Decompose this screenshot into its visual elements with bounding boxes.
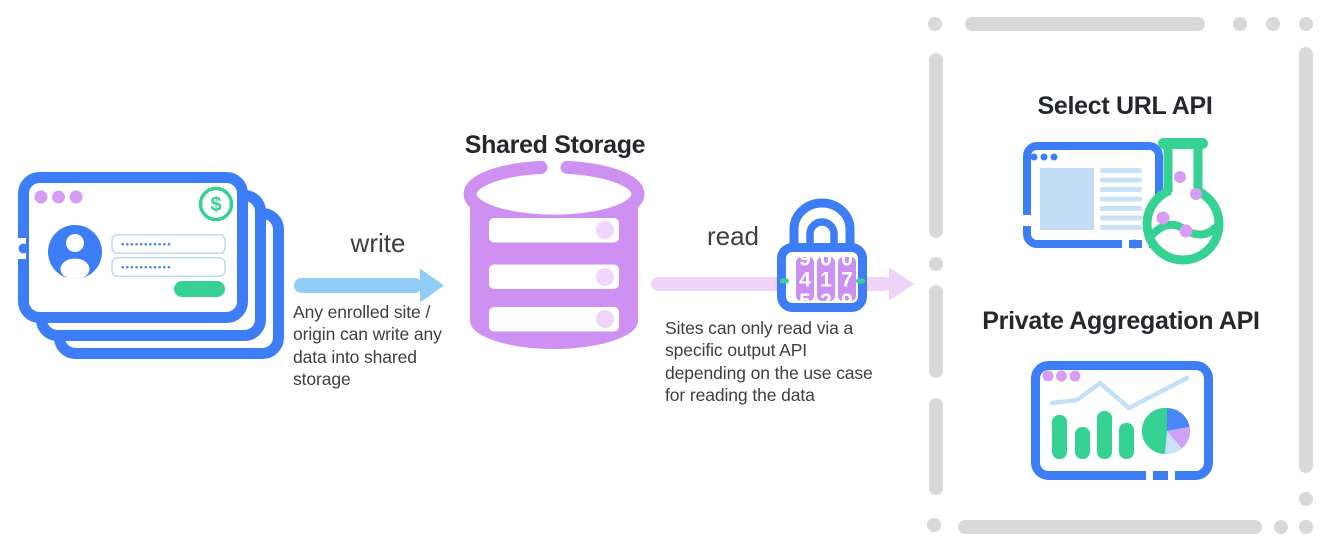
dashboard-border-dot (1154, 471, 1163, 480)
dashboard-traffic-dots (1042, 370, 1081, 382)
write-arrow-head (420, 268, 444, 303)
lock-shackle-inner (806, 218, 838, 250)
dial-digit: 7 (841, 269, 853, 292)
pie-slice-purple (1167, 427, 1191, 449)
database-band-dot (596, 268, 614, 286)
flask-lip (1158, 138, 1208, 149)
dashboard-bar (1075, 427, 1090, 459)
dial-digit-partial: 9 (799, 248, 811, 271)
traffic-dot (52, 190, 65, 204)
pie-slice-green (1141, 407, 1167, 454)
database-band (489, 307, 619, 332)
database-icon (463, 160, 645, 349)
dashboard-bar-chart (1052, 411, 1134, 459)
dial-digit-partial: 9 (841, 290, 853, 313)
dial-digit-partial: 2 (820, 290, 832, 313)
dollar-badge-icon: $ (198, 186, 234, 222)
password-dots-1: ••••••••••• (121, 240, 172, 251)
lock-shackle-outer (789, 198, 855, 250)
private-aggregation-api-title: Private Aggregation API (982, 307, 1260, 335)
password-field-1[interactable] (111, 234, 226, 255)
private-aggregation-icon (1031, 361, 1213, 482)
browser-border-dot (1130, 239, 1139, 249)
dashboard-pie-chart (1141, 407, 1191, 454)
traffic-dot (34, 190, 48, 204)
select-url-api-icon (1021, 138, 1224, 265)
dial-notch-left (780, 278, 789, 284)
dashboard-bar (1052, 415, 1067, 459)
lock-dial-2: 0 1 2 (817, 248, 835, 313)
flask-icon (1142, 138, 1224, 265)
database-band (489, 264, 619, 289)
select-url-api-title: Select URL API (1037, 92, 1213, 120)
password-field-2[interactable] (111, 257, 226, 278)
flask-bubble (1179, 224, 1193, 238)
lock-dial-1: 9 4 5 (796, 248, 814, 313)
dashboard-bar (1119, 423, 1134, 459)
dial-notch-right (856, 278, 865, 284)
flask-bubble (1174, 171, 1186, 183)
traffic-dot (69, 190, 83, 204)
dashboard-border-gap (1146, 469, 1153, 482)
output-panel-dashed-border (927, 17, 1313, 534)
shared-storage-title: Shared Storage (464, 131, 646, 159)
browser-border-gap (1122, 238, 1129, 251)
dial-digit: 1 (820, 269, 832, 292)
browser-border-gap (1021, 215, 1033, 226)
dollar-symbol: $ (210, 194, 221, 216)
write-label: write (350, 228, 406, 258)
dollar-ring (198, 186, 234, 222)
dashboard-line-chart (1049, 375, 1190, 411)
pie-slice-blue (1167, 407, 1190, 431)
dial-digit-partial: 5 (799, 290, 811, 313)
dashboard-border-gap (1168, 469, 1175, 482)
write-description: Any enrolled site / origin can write any… (293, 302, 442, 389)
flask-bubble (1190, 188, 1202, 200)
dashboard-bar (1097, 411, 1112, 459)
login-button[interactable] (174, 281, 225, 297)
window-border-dot (18, 243, 29, 254)
pie-slice-lightblue (1165, 431, 1182, 454)
database-band-dot (596, 310, 614, 328)
database-band-dot (596, 221, 614, 239)
read-arrow-head (889, 267, 914, 301)
lock-dial-3: 0 7 9 (838, 248, 856, 313)
dial-digit-partial: 0 (841, 248, 853, 271)
read-label: read (706, 221, 760, 251)
dial-digit: 4 (799, 269, 811, 292)
browser-traffic-dots (1030, 153, 1058, 161)
browser-border-gap (1142, 238, 1149, 251)
database-band (489, 218, 619, 243)
window-traffic-dots (34, 190, 83, 204)
avatar-icon (48, 225, 102, 279)
write-arrow (294, 268, 444, 303)
browser-content-lines (1100, 168, 1142, 230)
stacked-windows-icon: $ ••••••••••• ••••••••••• (12, 172, 284, 359)
browser-content-block (1040, 168, 1094, 230)
combination-lock-icon: 9 4 5 0 1 2 0 7 9 (777, 198, 867, 313)
password-dots-2: ••••••••••• (121, 263, 172, 274)
read-description: Sites can only read via a specific outpu… (665, 318, 873, 405)
dial-digit-partial: 0 (820, 248, 832, 271)
flask-bubble (1156, 211, 1170, 225)
